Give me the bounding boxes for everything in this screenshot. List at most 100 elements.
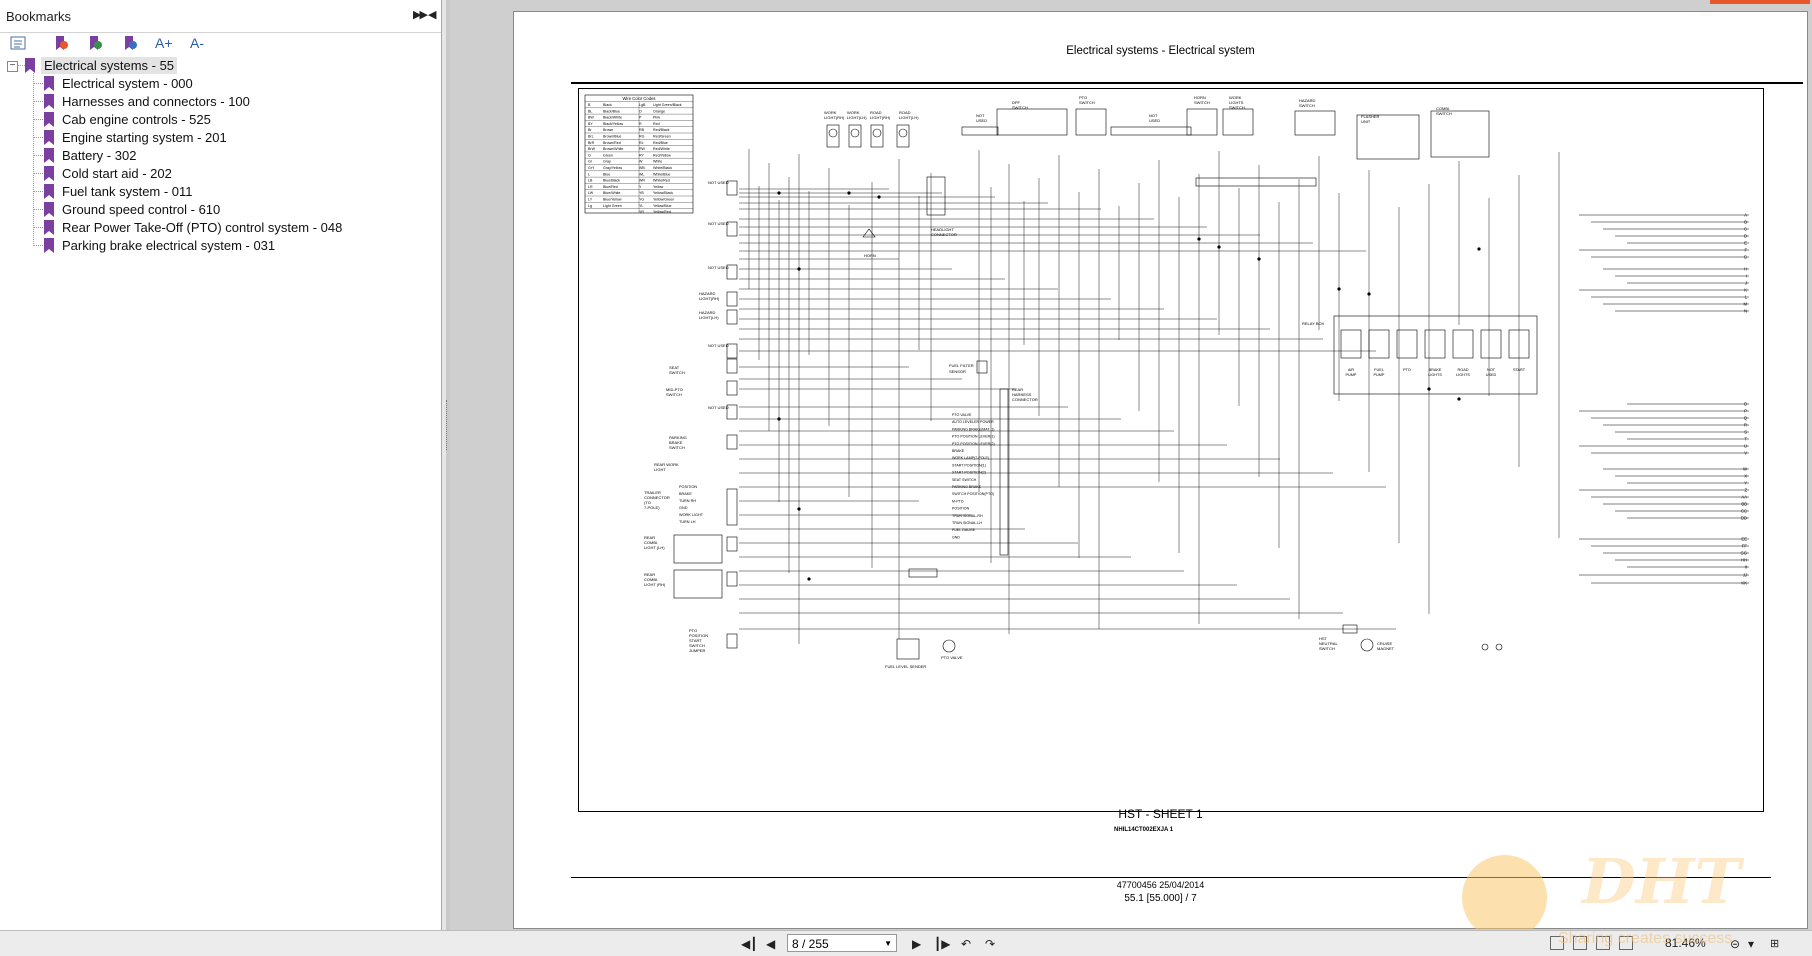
harness-connector	[726, 180, 738, 196]
zoom-in-icon[interactable]: ⊞	[1770, 938, 1780, 950]
relay-label: FUEL	[1374, 368, 1384, 372]
legend-code: RB	[639, 128, 645, 132]
next-page-icon[interactable]: ▶	[912, 937, 922, 951]
bookmark-label: Electrical system - 000	[62, 76, 193, 91]
component-label: LIGHT(RH)	[824, 115, 845, 120]
legend-code: RL	[639, 141, 644, 145]
component-label: NOT	[1149, 113, 1158, 118]
previous-page-icon[interactable]: ◀	[766, 937, 776, 951]
component-label: LIGHT (RH)	[644, 582, 666, 587]
ground-icon	[1481, 643, 1489, 651]
component-label: SWITCH	[1299, 103, 1315, 108]
switch-block	[1294, 110, 1336, 136]
legend-code: Br	[588, 128, 592, 132]
sheet-title: HST - SHEET 1	[1118, 807, 1203, 821]
bookmark-label: Ground speed control - 610	[62, 202, 221, 217]
junction-dot	[797, 507, 801, 511]
triangle-left-icon[interactable]: ◀	[428, 9, 437, 21]
add-bookmark-icon[interactable]	[51, 33, 73, 53]
lamp-icon	[898, 128, 908, 138]
bookmarks-title: Bookmarks	[6, 9, 72, 24]
bookmark-root[interactable]: Electrical systems - 55	[25, 57, 225, 75]
legend-color: Gray	[603, 160, 611, 164]
bookmark-options-icon[interactable]	[8, 33, 30, 53]
previous-view-icon[interactable]: ↶	[961, 937, 972, 951]
bookmark-label: Parking brake electrical system - 031	[62, 238, 276, 253]
zoom-level[interactable]: 81.46%	[1665, 936, 1706, 950]
horn-icon	[862, 228, 876, 238]
tree-connector	[34, 119, 43, 120]
legend-color: Black/White	[603, 116, 622, 120]
legend-color: Brown	[603, 128, 613, 132]
component-label: LIGHT(RH)	[870, 115, 891, 120]
bookmark-item[interactable]: Parking brake electrical system - 031	[44, 237, 424, 255]
facing-page-icon[interactable]	[1596, 936, 1610, 950]
component-label: TRAILER	[644, 490, 661, 495]
collapse-node-icon[interactable]: −	[7, 61, 18, 72]
bookmark-item[interactable]: Cab engine controls - 525	[44, 111, 424, 129]
continuous-facing-icon[interactable]	[1619, 936, 1633, 950]
title-rule	[571, 82, 1803, 84]
bookmark-item[interactable]: Battery - 302	[44, 147, 424, 165]
page-number-input[interactable]: 8 / 255 ▼	[787, 934, 897, 952]
continuous-page-icon[interactable]	[1573, 936, 1587, 950]
text-larger-icon[interactable]: A+	[155, 35, 173, 51]
relay-label: PTO	[1403, 368, 1411, 372]
legend-code: LgB	[639, 103, 646, 107]
component-label: REAR	[644, 535, 655, 540]
bookmark-item[interactable]: Ground speed control - 610	[44, 201, 424, 219]
legend-color: White/Blue	[653, 172, 670, 176]
accent-strip	[1710, 0, 1810, 4]
double-chevron-right-icon[interactable]: ▶▶	[413, 9, 428, 21]
junction-dot	[847, 191, 851, 195]
harness-connector	[726, 571, 738, 587]
splitter-grip[interactable]	[446, 400, 451, 450]
relay-label: BRAKE	[1429, 368, 1442, 372]
text-smaller-icon[interactable]: A-	[190, 35, 204, 51]
component-label: CONNECTOR	[931, 232, 957, 237]
legend-color: Red/Yellow	[653, 153, 671, 157]
legend-code: B	[588, 103, 591, 107]
component-label: NOT USED	[708, 265, 729, 270]
bookmark-item[interactable]: Engine starting system - 201	[44, 129, 424, 147]
legend-code: BL	[588, 109, 592, 113]
footer-page-ref: 55.1 [55.000] / 7	[1124, 893, 1197, 904]
bookmark-item[interactable]: Rear Power Take-Off (PTO) control system…	[44, 219, 424, 237]
zoom-out-icon[interactable]: ⊝	[1730, 937, 1741, 951]
bookmark-item[interactable]: Electrical system - 000	[44, 75, 424, 93]
component-label: SWITCH	[1079, 100, 1095, 105]
chevron-down-icon[interactable]: ▼	[884, 939, 892, 948]
bookmark-item[interactable]: Harnesses and connectors - 100	[44, 93, 424, 111]
bookmark-icon	[44, 184, 54, 199]
panel-splitter[interactable]	[442, 0, 446, 930]
component-label: DPF	[1012, 100, 1021, 105]
rear-harness-connector	[999, 388, 1009, 556]
single-page-icon[interactable]	[1550, 936, 1564, 950]
switch-block	[996, 108, 1068, 136]
component-label: SENSOR	[949, 369, 966, 374]
relay-label: LIGHTS	[1456, 373, 1470, 377]
component-label: (TO	[644, 500, 651, 505]
expand-bookmark-icon[interactable]	[120, 33, 142, 53]
find-bookmark-icon[interactable]	[85, 33, 107, 53]
relay-label: PUMP	[1374, 373, 1385, 377]
first-page-icon[interactable]: ◀┃	[741, 937, 758, 951]
next-view-icon[interactable]: ↷	[985, 937, 996, 951]
component-label: BRAKE	[669, 440, 683, 445]
legend-code: R	[639, 122, 642, 126]
legend-code: RY	[639, 153, 645, 157]
last-page-icon[interactable]: ┃▶	[934, 937, 951, 951]
legend-code: YB	[639, 191, 644, 195]
legend-code: BrL	[588, 135, 594, 139]
switch-block	[1075, 108, 1107, 136]
bookmark-item[interactable]: Cold start aid - 202	[44, 165, 424, 183]
rear-pin-label: PARKING BRAKE(MAT. 1)	[952, 427, 994, 431]
chevron-down-icon[interactable]: ▾	[1748, 937, 1755, 951]
rear-pin-label: PTO POSITION LEVER(1)	[952, 435, 995, 439]
bookmark-icon	[44, 112, 54, 127]
component-label: HAZARD	[1299, 98, 1316, 103]
bookmark-item[interactable]: Fuel tank system - 011	[44, 183, 424, 201]
rear-pin-label: PTO POSITION LEVER(2)	[952, 442, 995, 446]
tree-connector	[34, 227, 43, 228]
